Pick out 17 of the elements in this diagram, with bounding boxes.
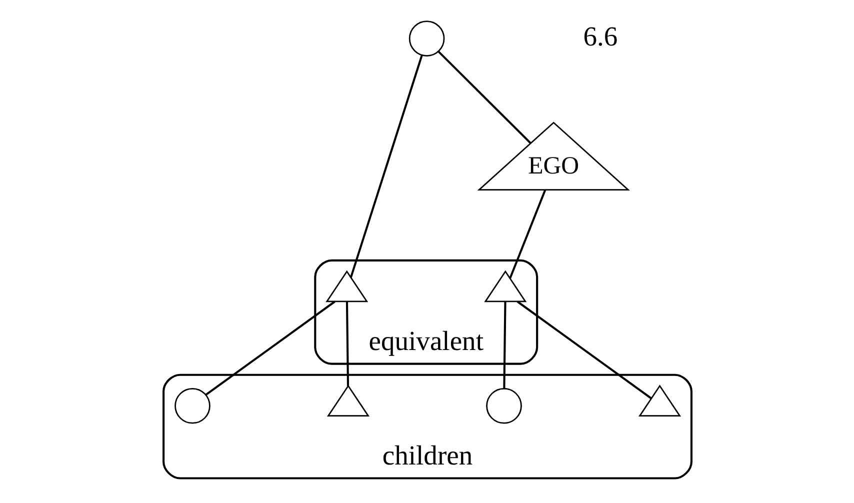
node-triangle [326,384,370,417]
node-circle [486,388,522,424]
label: 6.6 [582,20,618,52]
connector [516,300,652,400]
cluster: equivalent [314,259,538,365]
connector [349,54,422,278]
node-triangle [638,384,681,417]
connector [204,300,335,396]
node-triangle [325,270,368,302]
node-triangle [484,270,526,302]
node-circle [408,20,444,56]
cluster: children [162,374,692,480]
connector [345,302,349,386]
connector [502,302,506,388]
connector [508,190,546,278]
node-circle [174,388,210,424]
connector [437,50,531,144]
